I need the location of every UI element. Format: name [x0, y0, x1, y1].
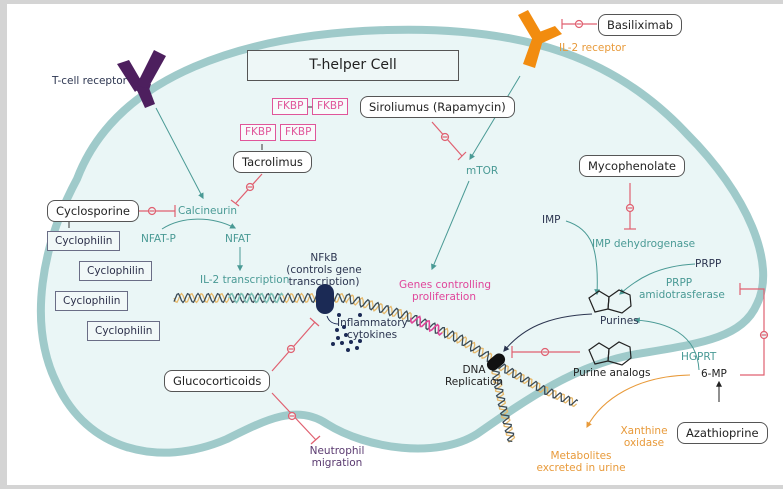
- purine-analogs-label: Purine analogs: [573, 367, 651, 379]
- metabolites-label: Metabolites excreted in urine: [531, 450, 631, 474]
- prpp-amido-line1: PRPP: [665, 277, 693, 289]
- tacrolimus-box[interactable]: Tacrolimus: [233, 151, 312, 173]
- dna-strand: [491, 370, 515, 443]
- calcineurin-label: Calcineurin: [178, 205, 238, 217]
- dna-helix-fork-a: [498, 363, 579, 408]
- hgprt-label: HGPRT: [681, 351, 717, 363]
- nfkb-release-arrow: [326, 315, 340, 325]
- diagram-svg: [37, 10, 769, 457]
- genes-label-line1: Genes controlling: [399, 279, 492, 291]
- neutrophil-migration-label: Neutrophil migration: [302, 445, 372, 469]
- xanthine-line1: Xanthine: [620, 425, 668, 437]
- metabolites-line1: Metabolites: [550, 450, 612, 462]
- cell-title: T-helper Cell: [247, 50, 459, 81]
- azathioprine-box[interactable]: Azathioprine: [677, 422, 768, 444]
- nfkb-label: NFkB (controls gene transcription): [284, 252, 364, 288]
- mycophenolate-box[interactable]: Mycophenolate: [579, 155, 685, 177]
- 6mp-to-analogs-arrow: [633, 317, 700, 371]
- dna-replication-label: DNA Replication: [443, 364, 505, 388]
- metabolites-line2: excreted in urine: [536, 462, 626, 475]
- nfat-dephosphorylation-arrow: [161, 218, 237, 230]
- imp-label: IMP: [542, 214, 561, 226]
- purines-label: Purines: [600, 315, 639, 327]
- neutrophil-line1: Neutrophil: [309, 445, 365, 457]
- 6mp-to-metabolites-arrow: [586, 374, 691, 429]
- dna-strand: [498, 363, 579, 406]
- nfat-label: NFAT: [225, 233, 251, 245]
- purines-to-dna-arrow: [503, 313, 593, 352]
- nfkb-label-line2: (controls gene: [286, 264, 362, 277]
- cyclophilin-box: Cyclophilin: [79, 261, 153, 281]
- t-cell-receptor-icon: [117, 50, 166, 108]
- tcr-to-calcineurin-arrow: [155, 107, 204, 200]
- dna-strand: [173, 292, 493, 363]
- diagram-canvas: T-helper Cell T-cell receptor IL-2 recep…: [7, 4, 783, 485]
- sirolimus-box[interactable]: Siroliumus (Rapamycin): [360, 96, 515, 118]
- 6mp-label: 6-MP: [701, 368, 727, 380]
- purines-structure-icon: [588, 289, 632, 314]
- dna-helix-fork-b: [491, 369, 516, 443]
- prpp-amido-line2: amidotrasferase: [639, 289, 725, 302]
- cyclosporine-box[interactable]: Cyclosporine: [47, 200, 140, 222]
- purine-analogs-structure-icon: [588, 341, 632, 366]
- inhibition-lines: [139, 19, 769, 445]
- fkbp-box: FKBP: [280, 124, 317, 141]
- prpp-to-purines-arrow: [619, 263, 696, 295]
- il2-receptor-icon: [518, 10, 562, 68]
- glucocorticoids-box[interactable]: Glucocorticoids: [164, 370, 271, 392]
- fkbp-box: FKBP: [240, 124, 277, 141]
- dna-label-line2: Replication: [444, 376, 504, 389]
- xanthine-oxidase-label: Xanthine oxidase: [619, 425, 669, 449]
- genes-label: Genes controlling proliferation: [399, 279, 492, 304]
- dna-gene-highlight: [228, 292, 284, 304]
- fkbp-box: FKBP: [312, 98, 349, 115]
- mtor-label: mTOR: [466, 165, 499, 177]
- cyclophilin-box: Cyclophilin: [87, 321, 161, 341]
- mtor-to-genes-arrow: [431, 180, 470, 271]
- cytokines-label: Inflammatory cytokines: [337, 317, 408, 342]
- nfat-p-label: NFAT-P: [141, 233, 176, 245]
- imp-dehydrogenase-label: IMP dehydrogenase: [592, 238, 696, 250]
- t-cell-receptor-label: T-cell receptor: [52, 75, 127, 87]
- genes-label-line2: proliferation: [411, 291, 477, 304]
- cytokines-label-line1: Inflammatory: [337, 317, 408, 329]
- il2-receptor-label: IL-2 receptor: [559, 42, 626, 54]
- nfkb-complex-icon: [316, 284, 334, 314]
- cytokine-dots: [331, 313, 362, 352]
- imp-to-purines-arrow: [565, 220, 601, 296]
- dna-label-line1: DNA: [462, 364, 486, 376]
- nfkb-label-line1: NFkB: [310, 252, 338, 264]
- dna-gene-highlight: [410, 315, 443, 336]
- dna-polymerase-icon: [486, 353, 506, 371]
- cytokines-label-line2: cytokines: [346, 329, 398, 342]
- neutrophil-line2: migration: [311, 457, 363, 470]
- prpp-amidotransferase-label: PRPP amidotrasferase: [639, 277, 725, 302]
- prpp-label: PRPP: [695, 258, 722, 270]
- nfkb-label-line3: transcription): [288, 276, 360, 289]
- xanthine-line2: oxidase: [623, 437, 665, 450]
- il2-transcription-label: IL-2 transcription: [200, 274, 290, 286]
- fkbp-box: FKBP: [272, 98, 309, 115]
- cyclophilin-box: Cyclophilin: [47, 231, 121, 251]
- basiliximab-box[interactable]: Basiliximab: [598, 14, 683, 36]
- cyclophilin-box: Cyclophilin: [55, 291, 129, 311]
- dna-helix-main: [173, 292, 493, 363]
